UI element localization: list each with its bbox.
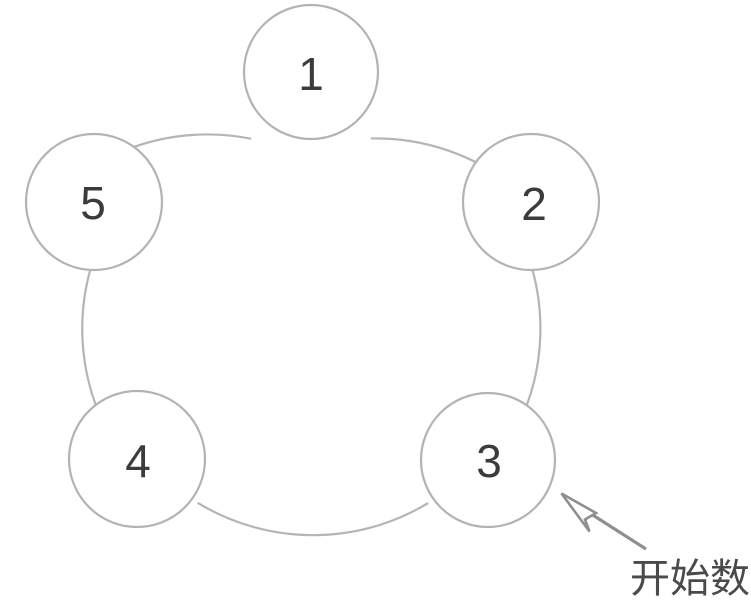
arrow-shaft — [587, 510, 647, 551]
edge-2-to-3 — [525, 269, 542, 407]
node-group — [24, 3, 601, 529]
annotation-arrow — [560, 492, 647, 551]
node-circle-4[interactable] — [67, 389, 207, 529]
arrow-head-icon — [560, 492, 599, 533]
edge-4-to-5 — [81, 268, 97, 406]
node-label-3: 3 — [476, 435, 502, 487]
node-circle-2[interactable] — [461, 132, 601, 272]
annotation-label: 开始数 — [630, 557, 750, 601]
node-label-2: 2 — [521, 178, 547, 230]
node-label-group: 1 2 3 4 5 — [80, 48, 547, 487]
edge-3-to-4 — [197, 502, 429, 537]
node-label-4: 4 — [125, 435, 151, 487]
node-label-1: 1 — [298, 48, 324, 100]
node-circle-5[interactable] — [24, 132, 164, 272]
node-circle-1[interactable] — [242, 3, 380, 141]
edge-5-to-1 — [132, 133, 252, 148]
node-label-5: 5 — [80, 177, 106, 229]
node-circle-3[interactable] — [419, 391, 557, 529]
